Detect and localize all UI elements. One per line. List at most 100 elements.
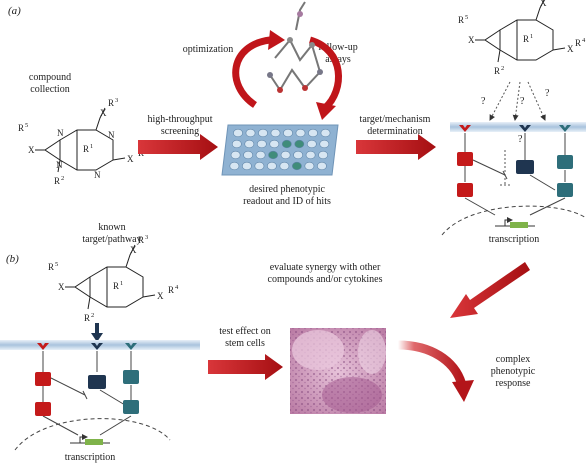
chem-x: X	[157, 291, 164, 301]
cycle-arrow-left-head	[268, 30, 285, 50]
plate-wells	[229, 128, 331, 171]
chem-r: R	[138, 235, 144, 245]
well-plate-icon	[221, 124, 339, 176]
complex-response-arrow-head	[452, 380, 474, 402]
cycle-arrow-right	[308, 36, 342, 111]
signal-box-teal-1-b	[123, 370, 139, 384]
chem-r: R	[54, 176, 60, 186]
chem-r: R	[168, 285, 174, 295]
chem-r: R	[108, 98, 114, 108]
question-mark: ?	[545, 88, 550, 99]
evaluate-line1: evaluate synergy with other	[270, 262, 381, 273]
chem-x: X	[468, 35, 475, 45]
plate-well	[245, 128, 256, 138]
chem-sup: 4	[582, 37, 586, 44]
receptor-navy-b	[91, 343, 103, 350]
gene-icon-b	[70, 434, 110, 445]
hts-line1: high-throughput	[148, 114, 213, 125]
chem-sup: 2	[501, 65, 504, 72]
desired-line2: readout and ID of hits	[243, 196, 331, 207]
question-arrows	[489, 81, 546, 186]
plate-well	[231, 139, 242, 149]
signal-box-teal-2-b	[123, 400, 139, 414]
plate-well	[270, 128, 281, 138]
chem-n: N	[108, 130, 115, 140]
tissue-section-image	[290, 328, 386, 414]
known-target-arrow	[91, 323, 103, 342]
optimization-label: optimization	[183, 44, 234, 55]
plate-well	[283, 128, 293, 138]
chem-r: R	[458, 15, 464, 25]
hit-well	[294, 139, 305, 149]
desired-line1: desired phenotypic	[249, 184, 325, 195]
receptor-teal-b	[125, 343, 137, 350]
test-effect-arrow	[208, 354, 283, 380]
plate-well	[279, 161, 290, 171]
plate-well	[304, 161, 315, 171]
plate-well	[233, 128, 243, 138]
plate-well	[230, 150, 241, 160]
chem-sup: 2	[91, 312, 94, 319]
signaling-lines-a	[464, 133, 566, 216]
plate-well	[244, 139, 255, 149]
signal-box-teal-1-a	[557, 155, 573, 169]
chem-x: X	[540, 0, 547, 8]
follow-up-line1: follow-up	[318, 42, 357, 53]
question-mark: ?	[518, 134, 523, 145]
target-mechanism-arrow	[356, 134, 436, 160]
hit-well	[291, 161, 302, 171]
signaling-lines-b	[42, 351, 132, 436]
plate-well	[316, 161, 327, 171]
chem-r: R	[48, 262, 54, 272]
gene-icon-a	[495, 217, 535, 228]
hit-well	[281, 139, 292, 149]
signal-box-red-1-b	[35, 372, 51, 386]
plate-well	[241, 161, 252, 171]
question-mark: ?	[520, 96, 525, 107]
plate-well	[308, 128, 318, 138]
molecule-3d-icon	[267, 1, 323, 93]
signal-box-navy-b	[88, 375, 106, 389]
transcription-label-b: transcription	[65, 452, 116, 463]
panel-a-label: (a)	[8, 5, 21, 17]
known-line1: known	[98, 222, 125, 233]
plate-well	[254, 161, 265, 171]
chem-r: R	[575, 38, 581, 48]
cycle-arrow-left	[232, 36, 271, 108]
chem-x: X	[100, 108, 107, 118]
plate-well	[266, 161, 277, 171]
complex-line1: complex	[496, 354, 530, 365]
target-line2: determination	[367, 126, 423, 137]
signal-box-navy-a	[516, 160, 534, 174]
chem-sup: 5	[55, 261, 58, 268]
complex-line2: phenotypic	[491, 366, 536, 377]
panel-b-label: (b)	[6, 253, 19, 265]
complex-line3: response	[496, 378, 532, 389]
chem-r: R	[18, 123, 24, 133]
chem-x: X	[127, 154, 134, 164]
chem-sup: 5	[465, 14, 468, 21]
evaluate-line2: compounds and/or cytokines	[268, 274, 383, 285]
plate-well	[229, 161, 240, 171]
plate-well	[306, 139, 317, 149]
receptor-navy-a	[519, 125, 531, 132]
cycle-arrow-right-head	[316, 102, 336, 120]
receptor-red-a	[459, 125, 471, 132]
receptor-teal-a	[559, 125, 571, 132]
plate-well	[305, 150, 316, 160]
plate-well	[319, 139, 330, 149]
chem-sup: 3	[145, 234, 148, 241]
cell-membrane-a	[450, 122, 586, 132]
chem-n: N	[57, 128, 64, 138]
chem-r: R	[113, 281, 119, 291]
chem-r: R	[84, 313, 90, 323]
nucleus-boundary-a	[441, 205, 586, 236]
evaluate-synergy-arrow	[450, 262, 530, 318]
plate-well	[320, 128, 331, 138]
chem-n: N	[94, 170, 101, 180]
plate-well	[256, 139, 267, 149]
chem-r: R	[523, 34, 529, 44]
plate-well	[258, 128, 268, 138]
chem-sup: 2	[61, 175, 64, 182]
